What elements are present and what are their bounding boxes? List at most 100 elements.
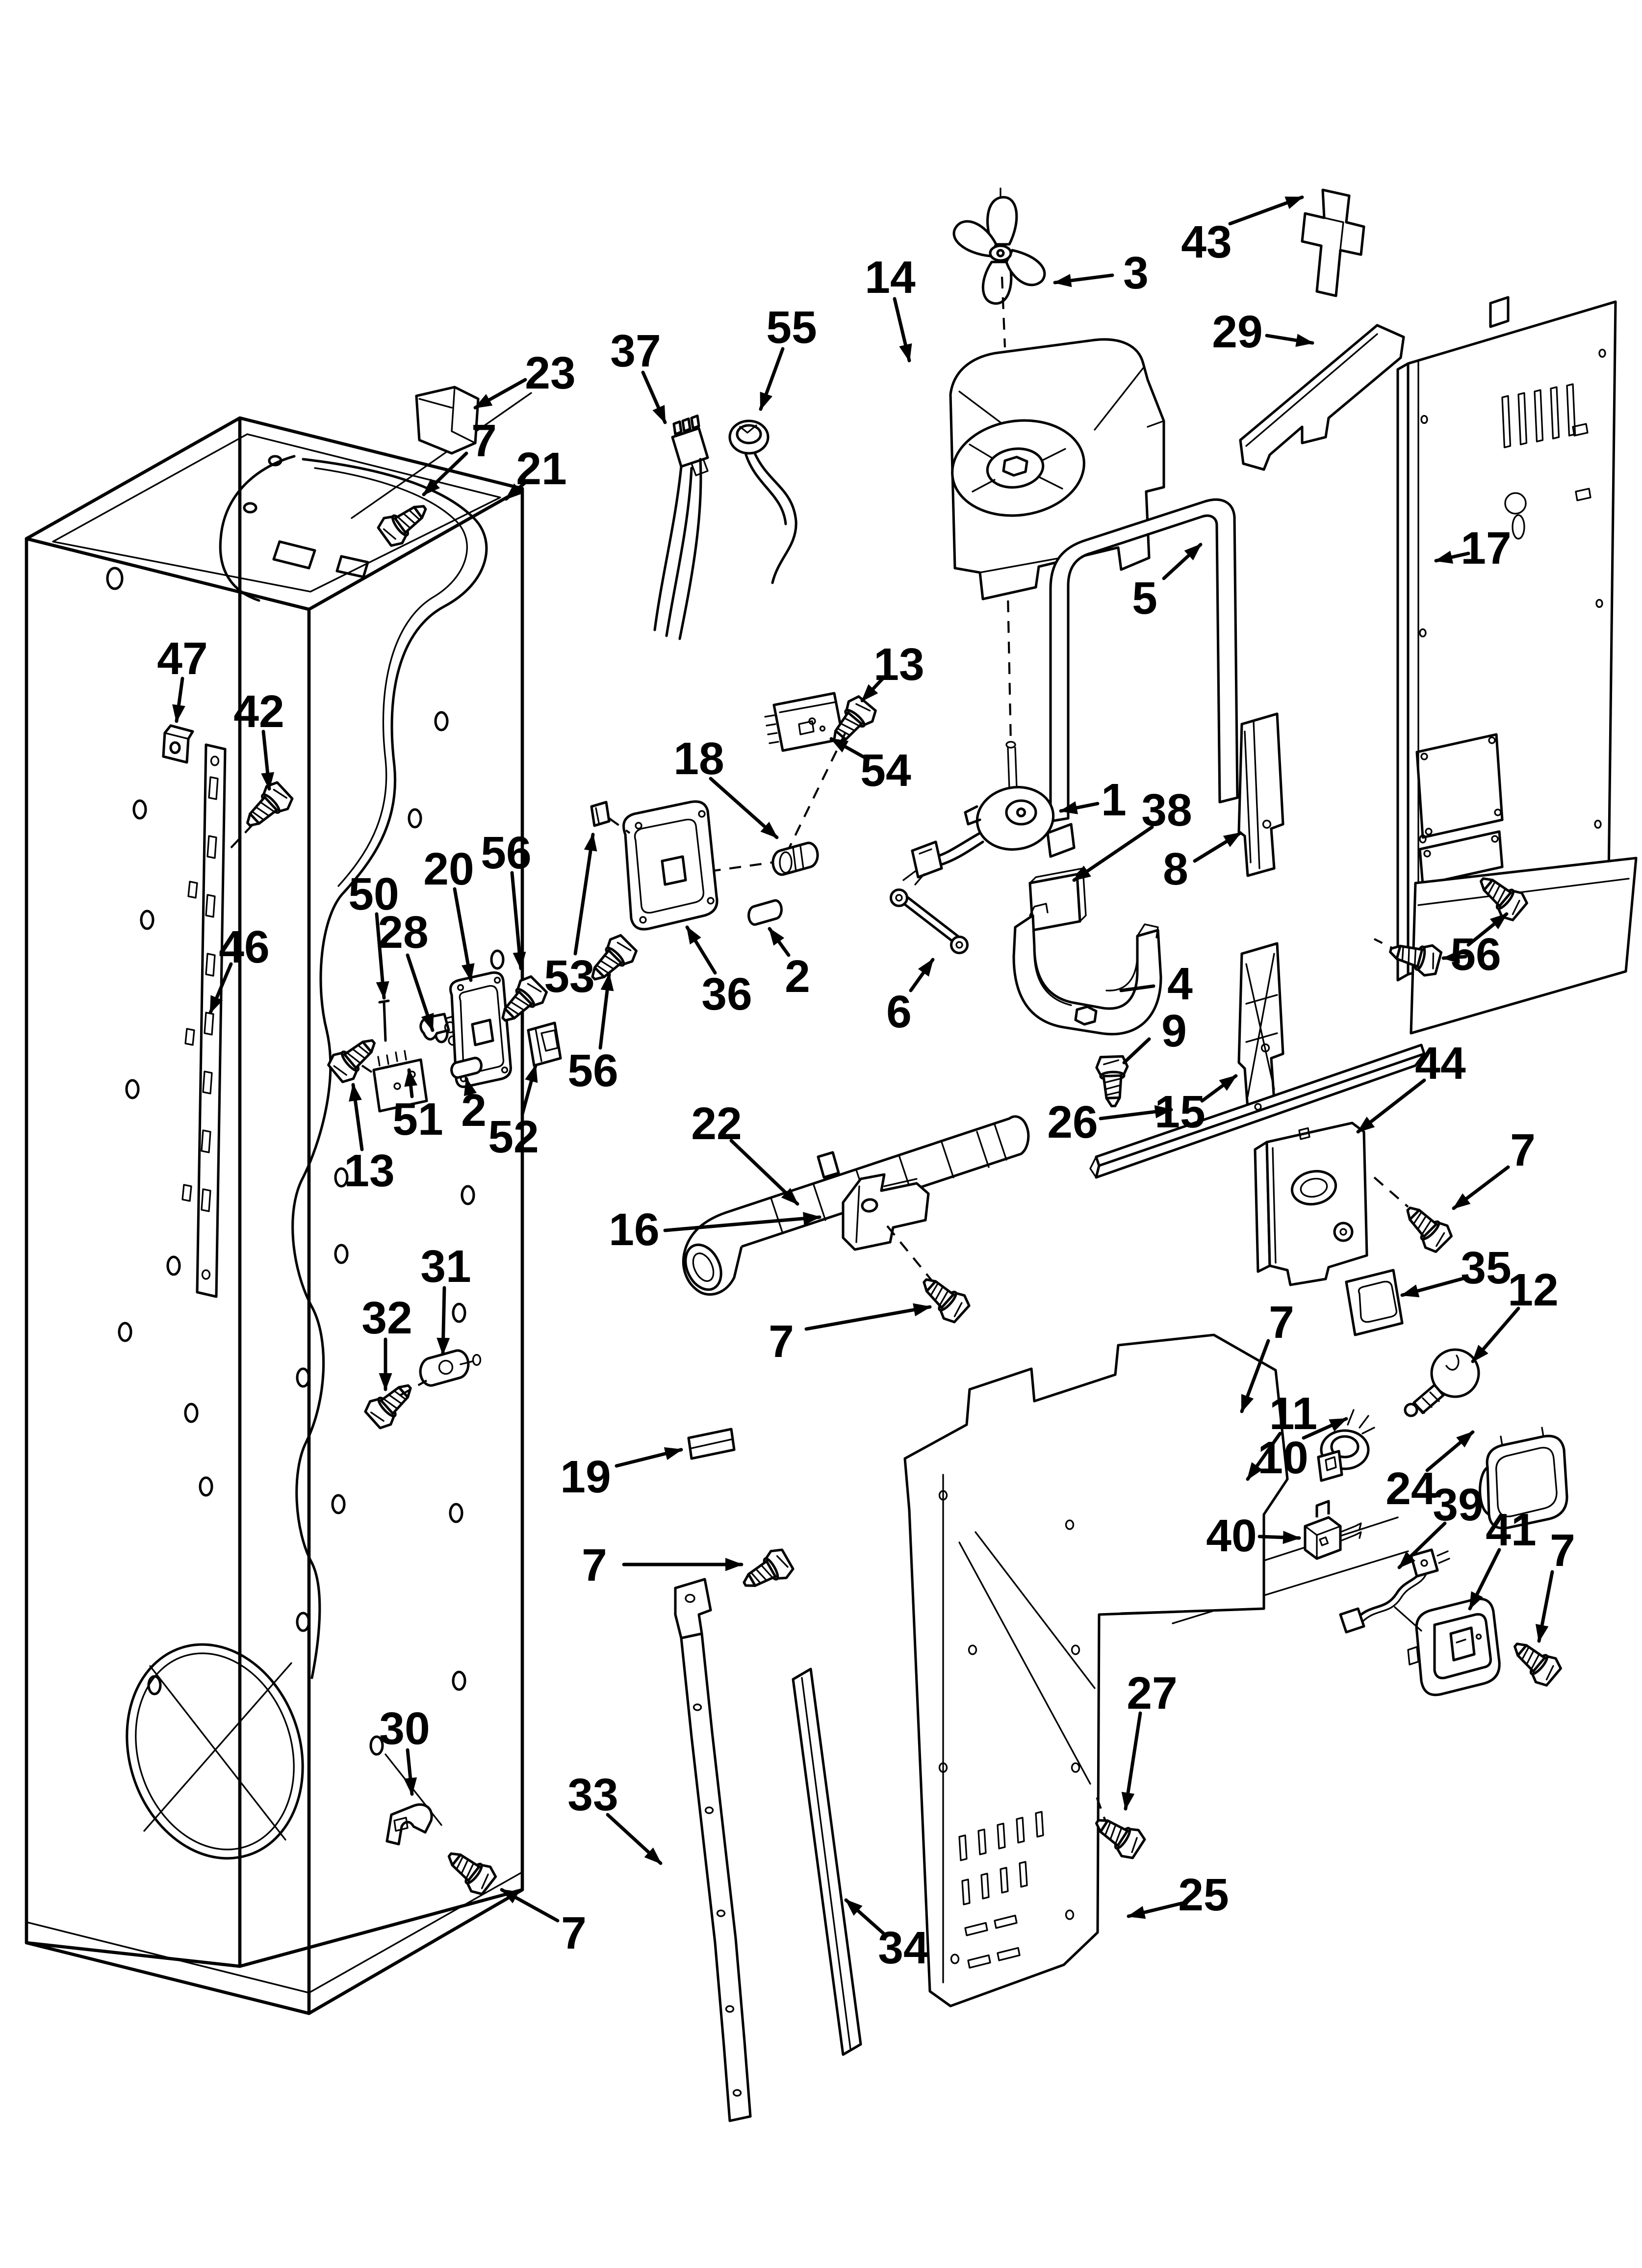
callout-43: 43 xyxy=(1181,216,1232,267)
callout-arrow-20 xyxy=(453,887,475,982)
callout-55: 55 xyxy=(766,302,817,353)
callout-6: 6 xyxy=(886,986,912,1037)
callout-26: 26 xyxy=(1047,1096,1098,1147)
callout-arrow-39 xyxy=(1397,1521,1447,1569)
callout-arrow-38 xyxy=(1072,825,1154,882)
fan-axis xyxy=(1001,276,1012,744)
callout-arrow-9 xyxy=(1122,1037,1151,1065)
callout-arrow-35 xyxy=(1400,1276,1469,1298)
callout-arrow-7 xyxy=(1240,1339,1270,1413)
callout-7: 7 xyxy=(1510,1124,1536,1175)
callout-arrow-29 xyxy=(1265,334,1314,347)
sensor-55 xyxy=(728,419,797,584)
screw-7-top xyxy=(376,495,434,549)
callout-19: 19 xyxy=(560,1451,611,1502)
gasket-35 xyxy=(1345,1269,1404,1336)
callout-arrow-21 xyxy=(504,479,529,501)
callout-arrow-12 xyxy=(1471,1306,1520,1363)
callout-arrow-44 xyxy=(1356,1078,1426,1134)
callout-arrow-17 xyxy=(1434,550,1470,564)
clip-30 xyxy=(385,1753,442,1846)
callout-21: 21 xyxy=(516,443,566,494)
callout-7: 7 xyxy=(561,1907,587,1958)
callout-20: 20 xyxy=(423,843,474,894)
jumper-wire-39 xyxy=(1339,1548,1450,1634)
corner-block-47 xyxy=(162,724,194,764)
callout-arrow-56 xyxy=(1441,950,1467,964)
callout-53: 53 xyxy=(544,951,594,1002)
link-6 xyxy=(889,888,969,955)
callout-arrow-40 xyxy=(1257,1531,1301,1544)
callout-arrow-26 xyxy=(1099,1105,1173,1121)
brace-strip-33 xyxy=(674,1578,752,2122)
callout-arrow-36 xyxy=(685,925,717,975)
bracket-15 xyxy=(1237,942,1284,1110)
callout-arrow-16 xyxy=(663,1212,821,1232)
callout-56: 56 xyxy=(1450,929,1501,980)
callout-7: 7 xyxy=(1550,1525,1575,1576)
callout-35: 35 xyxy=(1461,1242,1511,1293)
callout-arrow-50 xyxy=(375,912,389,1000)
callout-23: 23 xyxy=(525,347,575,398)
callout-4: 4 xyxy=(1167,958,1193,1009)
bracket-8 xyxy=(1237,712,1284,877)
callout-arrow-10 xyxy=(1302,1417,1348,1440)
callout-arrow-13 xyxy=(860,677,885,703)
gasket-5 xyxy=(1049,498,1239,823)
callout-37: 37 xyxy=(610,325,661,376)
callout-arrow-33 xyxy=(606,1813,663,1865)
callout-11: 11 xyxy=(1269,1388,1317,1439)
callout-arrow-8 xyxy=(1193,831,1242,863)
callout-42: 42 xyxy=(233,686,284,737)
trim-29 xyxy=(1239,324,1405,471)
callout-31: 31 xyxy=(420,1241,471,1292)
spacer-18 xyxy=(771,841,819,876)
callout-1: 1 xyxy=(1101,774,1127,825)
label-19 xyxy=(687,1428,736,1460)
callout-arrow-7 xyxy=(422,451,468,496)
callout-arrow-4 xyxy=(1119,984,1155,992)
callout-52: 52 xyxy=(488,1111,539,1162)
switch-41 xyxy=(1394,1597,1501,1696)
callout-24: 24 xyxy=(1385,1463,1437,1514)
cabinet-oval-opening xyxy=(126,1643,304,1860)
callout-16: 16 xyxy=(609,1204,659,1255)
fan-blade-3 xyxy=(952,187,1046,305)
callout-arrow-22 xyxy=(729,1139,799,1206)
callout-arrow-18 xyxy=(709,777,779,839)
callout-8: 8 xyxy=(1163,843,1188,894)
screw-32 xyxy=(362,1375,420,1431)
plate-20 xyxy=(449,971,512,1088)
screw-7-33 xyxy=(737,1546,795,1597)
fan-motor-1 xyxy=(902,741,1076,886)
callout-3: 3 xyxy=(1123,247,1149,298)
callout-44: 44 xyxy=(1415,1038,1466,1089)
spacer-2-upper xyxy=(747,899,783,926)
callout-28: 28 xyxy=(378,907,428,958)
callout-40: 40 xyxy=(1206,1510,1257,1561)
callout-38: 38 xyxy=(1141,784,1192,835)
callout-56: 56 xyxy=(481,827,531,878)
callout-arrow-24 xyxy=(1425,1430,1475,1472)
wire-harness-37 xyxy=(653,414,709,640)
callout-12: 12 xyxy=(1508,1264,1558,1315)
callout-10: 10 xyxy=(1257,1432,1308,1483)
screw-7-30 xyxy=(440,1843,498,1898)
callout-arrow-52 xyxy=(520,1064,538,1116)
callout-arrow-5 xyxy=(1162,543,1203,580)
callout-2: 2 xyxy=(785,951,810,1002)
callout-arrow-15 xyxy=(1200,1074,1238,1103)
callout-41: 41 xyxy=(1486,1504,1536,1555)
callout-arrow-43 xyxy=(1228,195,1304,226)
callout-arrow-47 xyxy=(172,677,185,723)
callout-7: 7 xyxy=(769,1316,794,1367)
callout-13: 13 xyxy=(344,1145,394,1196)
angle-strip-26 xyxy=(1089,1043,1426,1179)
foam-pad-38 xyxy=(1028,867,1087,932)
callout-arrow-37 xyxy=(641,370,667,424)
callout-5: 5 xyxy=(1132,573,1157,624)
lamp-socket-10 xyxy=(1317,1409,1375,1482)
panel-17-flap xyxy=(1410,857,1638,1035)
callout-36: 36 xyxy=(701,968,752,1019)
callout-arrow-30 xyxy=(404,1748,417,1796)
